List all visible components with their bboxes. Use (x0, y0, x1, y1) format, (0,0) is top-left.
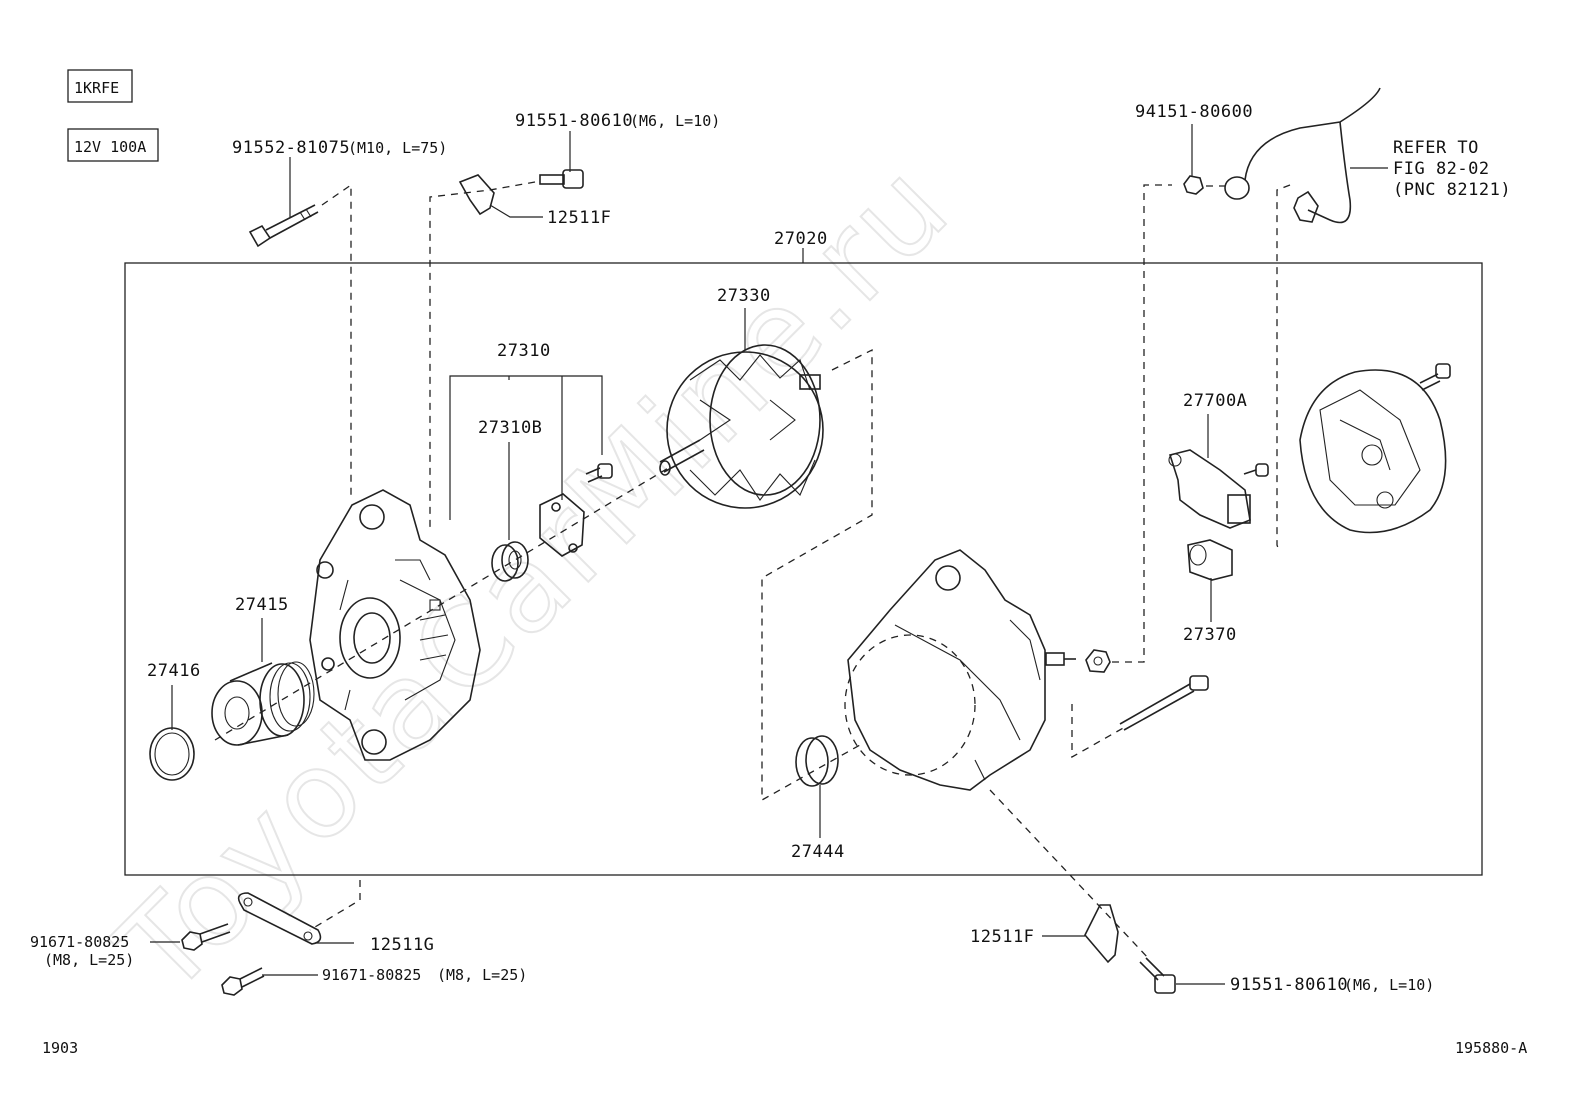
watermark: ToyotaCarMine.ru (92, 136, 978, 1022)
footer-left: 1903 (42, 1039, 78, 1057)
ring-27444-icon (795, 735, 839, 787)
plate-12511G-icon (237, 892, 322, 945)
footer-right: 195880-A (1455, 1039, 1527, 1057)
bolt-91551-top-icon (539, 169, 584, 189)
bracket-12511F-bottom-icon (1084, 904, 1119, 964)
label-91671-left-spec: (M8, L=25) (44, 951, 134, 969)
spec-tag: 12V 100A (67, 128, 159, 162)
pulley-27415-icon (211, 661, 315, 746)
screw-27310-icon (585, 463, 613, 483)
wire-terminal-icon (1224, 87, 1381, 224)
label-91671-mid-spec: (M8, L=25) (437, 966, 527, 984)
label-94151-pn: 94151-80600 (1135, 102, 1253, 122)
label-91552-spec: (M10, L=75) (348, 139, 447, 157)
label-27444: 27444 (791, 842, 845, 862)
bolt-91552-icon (248, 204, 319, 248)
brush-holder-27700A-icon (1168, 449, 1251, 529)
bolt-91551-bottom-icon (1139, 957, 1176, 994)
refer-note-line1: REFER TO (1393, 138, 1479, 158)
rotor-27330-icon (659, 344, 824, 509)
label-27310: 27310 (497, 341, 551, 361)
label-91551-top-spec: (M6, L=10) (630, 112, 720, 130)
bearing-27310B-icon (491, 541, 529, 582)
spec-tag-text: 12V 100A (74, 138, 146, 156)
rear-end-cover-icon (1299, 369, 1447, 534)
engine-tag: 1KRFE (67, 69, 133, 103)
bolt-91671-left-icon (181, 923, 231, 951)
label-91551-top-pn: 91551-80610 (515, 111, 633, 131)
refer-note-line2: FIG 82-02 (1393, 159, 1490, 179)
cover-27370-icon (1187, 539, 1233, 581)
label-27415: 27415 (235, 595, 289, 615)
through-bolt-icon (1119, 675, 1209, 731)
label-27370: 27370 (1183, 625, 1237, 645)
screw-rear-cover-icon (1419, 363, 1451, 391)
label-91552-pn: 91552-81075 (232, 138, 350, 158)
bolt-91671-mid-icon (221, 967, 265, 996)
cap-27416-icon (149, 727, 195, 781)
retainer-plate-icon (539, 493, 585, 557)
label-27020: 27020 (774, 229, 828, 249)
label-91671-left-pn: 91671-80825 (30, 933, 129, 951)
label-12511F-top: 12511F (547, 208, 611, 228)
label-12511F-bottom: 12511F (970, 927, 1034, 947)
label-27310B: 27310B (478, 418, 542, 438)
label-27330: 27330 (717, 286, 771, 306)
engine-tag-text: 1KRFE (74, 79, 119, 97)
label-12511G: 12511G (370, 935, 434, 955)
refer-note-line3: (PNC 82121) (1393, 180, 1511, 200)
nut-94151-icon (1183, 175, 1204, 195)
label-91671-mid-pn: 91671-80825 (322, 966, 421, 984)
screw-27700A-icon (1243, 463, 1269, 477)
label-27416: 27416 (147, 661, 201, 681)
label-91551-bottom-spec: (M6, L=10) (1344, 976, 1434, 994)
terminal-nut-icon (1085, 649, 1111, 673)
label-91551-bottom-pn: 91551-80610 (1230, 975, 1348, 995)
rear-housing-icon (844, 549, 1076, 791)
drive-end-frame-icon (309, 489, 481, 761)
label-27700A: 27700A (1183, 391, 1247, 411)
bracket-12511F-top-icon (458, 174, 495, 216)
